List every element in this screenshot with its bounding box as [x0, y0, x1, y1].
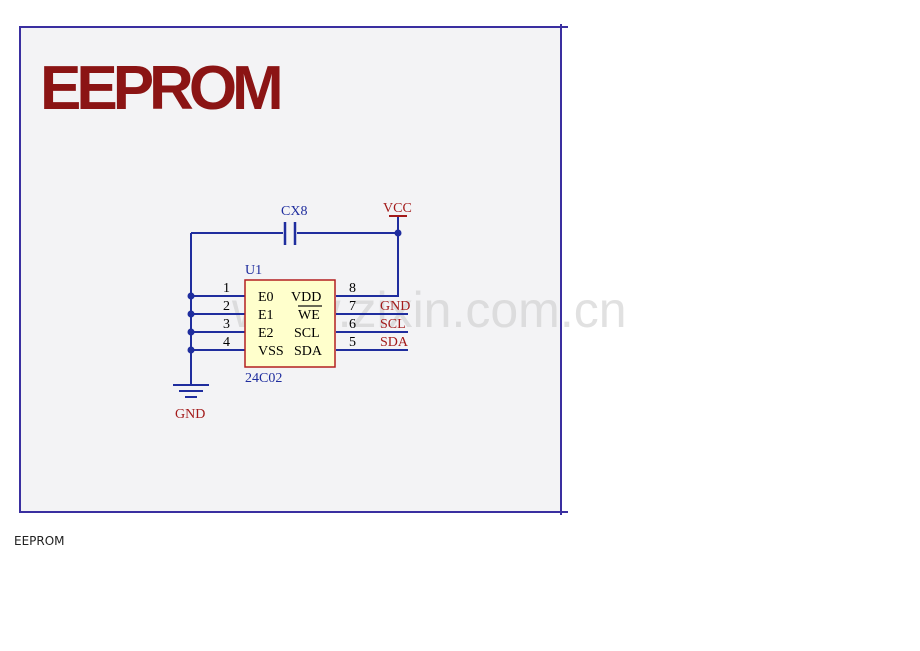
- pin-number: 7: [349, 299, 356, 314]
- pin-name: SCL: [294, 326, 320, 341]
- pin-number: 1: [223, 281, 230, 296]
- pin-number: 4: [223, 335, 230, 350]
- capacitor-ref: CX8: [281, 204, 307, 219]
- junction-dot: [187, 346, 195, 354]
- ground-label: GND: [175, 407, 205, 422]
- schematic-title: EEPROM: [40, 54, 280, 123]
- pin-name: VSS: [258, 344, 284, 359]
- pin-name: VDD: [291, 290, 321, 305]
- pin-name: E1: [258, 308, 274, 323]
- pin-name: E2: [258, 326, 274, 341]
- junction-dot: [187, 292, 195, 300]
- chip-right-pins: VDD 8 WE 7 SCL 6 SDA 5: [291, 281, 356, 359]
- chip-part-number: 24C02: [245, 371, 282, 386]
- wires: [190, 216, 408, 384]
- pin-name: SDA: [294, 344, 323, 359]
- schematic-frame: [19, 26, 562, 513]
- vcc-label: VCC: [383, 201, 412, 216]
- net-labels: GND SCL SDA: [380, 299, 410, 350]
- pin-name-we: WE: [298, 308, 320, 323]
- ground-symbol: [173, 384, 209, 398]
- net-label-sda: SDA: [380, 335, 409, 350]
- pin-number: 2: [223, 299, 230, 314]
- junction-dots: [187, 229, 402, 354]
- pin-name: E0: [258, 290, 274, 305]
- wire-vcc-drop: [336, 216, 399, 297]
- net-label-gnd: GND: [380, 299, 410, 314]
- chip-body: [244, 279, 336, 368]
- chip-left-pins: 1 E0 2 E1 3 E2 4 VSS: [223, 281, 284, 359]
- figure-caption: EEPROM: [14, 534, 65, 548]
- pin-number: 5: [349, 335, 356, 350]
- net-label-scl: SCL: [380, 317, 406, 332]
- pin-number: 3: [223, 317, 230, 332]
- junction-dot: [187, 328, 195, 336]
- pin-number: 6: [349, 317, 356, 332]
- junction-dot: [394, 229, 402, 237]
- capacitor-symbol: [283, 222, 297, 245]
- chip-ref: U1: [245, 263, 262, 278]
- junction-dot: [187, 310, 195, 318]
- pin-number: 8: [349, 281, 356, 296]
